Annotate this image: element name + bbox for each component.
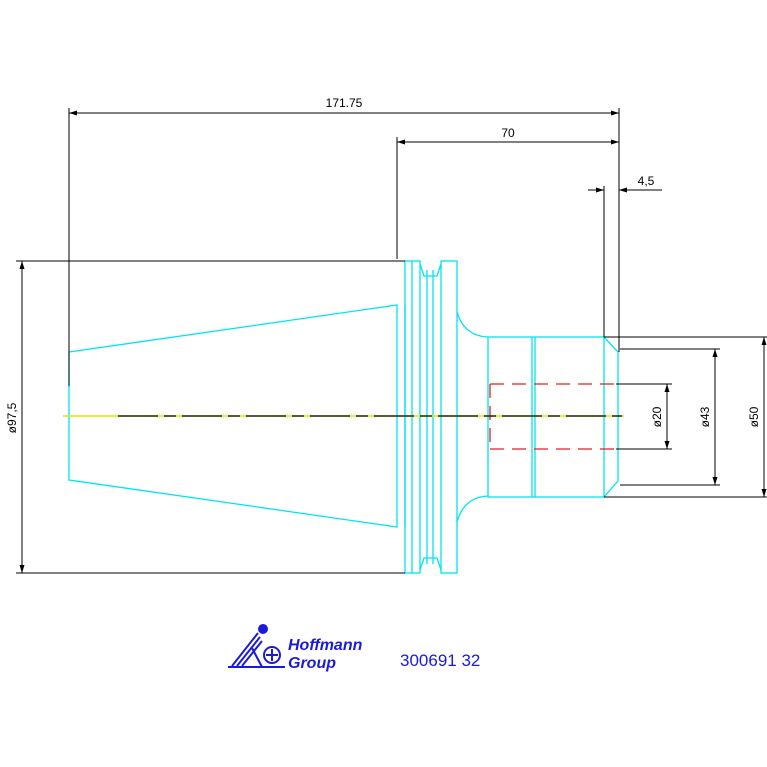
dim-taper-diameter: ø97,5 xyxy=(5,402,19,433)
dim-shank-inner-diameter: ø43 xyxy=(698,406,712,427)
flange-rear xyxy=(440,260,458,574)
logo-text-line1: Hoffmann xyxy=(288,637,363,654)
part-outline xyxy=(68,260,619,574)
hoffmann-group-logo-icon xyxy=(228,624,285,668)
neck-fillet xyxy=(456,311,489,523)
logo-text-line2: Group xyxy=(288,655,336,672)
dim-collar-length: 70 xyxy=(501,126,515,140)
shank-nose xyxy=(603,336,619,498)
dim-bore-diameter: ø20 xyxy=(650,406,664,427)
dim-step: 4,5 xyxy=(638,174,655,188)
hoffmann-group-logo: Hoffmann Group xyxy=(228,624,363,672)
dim-overall-length: 171.75 xyxy=(326,96,363,110)
taper-body xyxy=(68,304,398,528)
flange-groove xyxy=(419,263,442,277)
dim-shank-outer-diameter: ø50 xyxy=(747,406,761,427)
dimension-arrows xyxy=(19,110,767,573)
shank-body xyxy=(487,336,605,498)
part-number: 300691 32 xyxy=(400,651,480,670)
dimension-lines xyxy=(16,108,767,574)
